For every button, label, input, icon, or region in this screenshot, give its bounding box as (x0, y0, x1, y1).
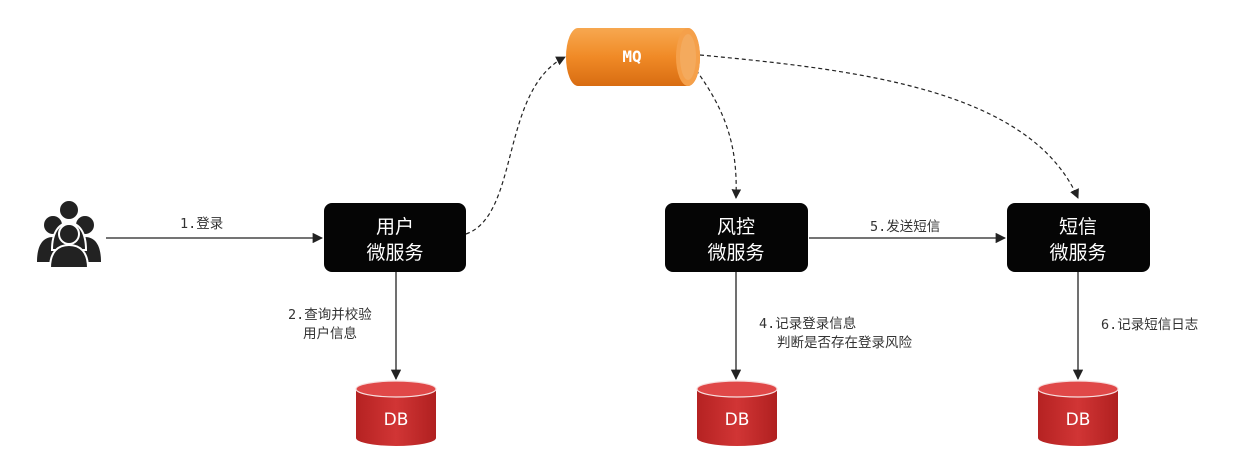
user-db: DB (355, 380, 437, 446)
risk-service-box: 风控 微服务 (665, 203, 808, 272)
users-icon (37, 199, 101, 269)
risk-service-line2: 微服务 (707, 242, 764, 264)
mq-queue: MQ (566, 28, 700, 86)
sms-db-label: DB (1066, 410, 1091, 430)
login-label: 1.登录 (180, 216, 223, 232)
user-db-label: DB (384, 410, 409, 430)
sms-service-line1: 短信 (1059, 216, 1097, 238)
query-label-line2: 用户信息 (303, 325, 357, 342)
risk-service-line1: 风控 (717, 216, 755, 238)
sms-db: DB (1037, 380, 1119, 446)
risk-db: DB (696, 380, 778, 446)
mq-to-risk-arrow (695, 69, 742, 199)
user-to-mq-arrow (465, 56, 566, 235)
sms-log-label: 6.记录短信日志 (1101, 317, 1198, 333)
user-service-line1: 用户 (376, 216, 414, 238)
mq-label: MQ (622, 47, 641, 66)
risk-db-label: DB (725, 410, 750, 430)
sms-service-line2: 微服务 (1049, 242, 1106, 264)
user-service-box: 用户 微服务 (324, 203, 466, 272)
mq-to-sms-arrow (699, 54, 1079, 199)
query-label-line1: 2.查询并校验 (288, 306, 372, 323)
send-sms-label: 5.发送短信 (870, 219, 940, 235)
record-label-line1: 4.记录登录信息 (759, 315, 856, 332)
user-service-line2: 微服务 (366, 242, 423, 264)
sms-service-box: 短信 微服务 (1007, 203, 1150, 272)
record-label-line2: 判断是否存在登录风险 (777, 335, 912, 351)
